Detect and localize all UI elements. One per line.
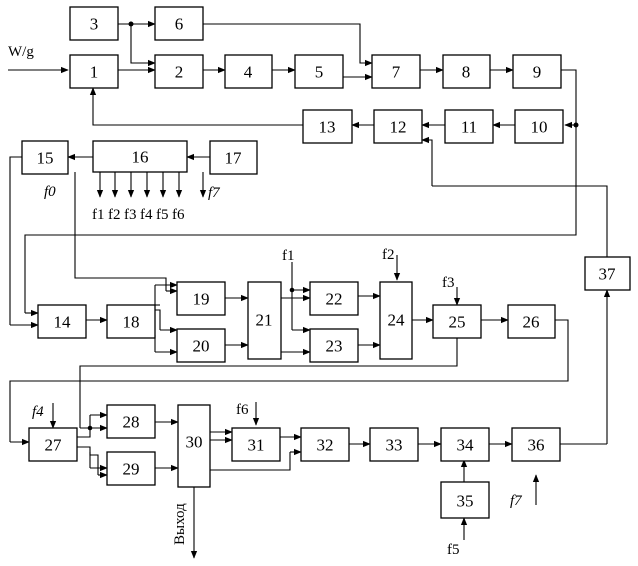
svg-text:27: 27: [45, 436, 63, 455]
f0-label: f0: [44, 184, 56, 200]
svg-text:14: 14: [54, 313, 72, 332]
block-10: 10: [515, 110, 563, 143]
block-13: 13: [303, 110, 352, 143]
block-17: 17: [210, 141, 257, 174]
svg-text:35: 35: [457, 492, 474, 511]
block-16-output-labels: f1 f2 f3 f4 f5 f6: [92, 207, 185, 223]
f3-input-label: f3: [442, 275, 455, 291]
block-3: 3: [70, 7, 118, 40]
block-22: 22: [310, 282, 358, 315]
svg-text:21: 21: [256, 311, 273, 330]
block-30: 30: [178, 405, 210, 487]
svg-text:29: 29: [123, 460, 140, 479]
out-label-f4: f4: [140, 207, 153, 223]
svg-text:15: 15: [37, 149, 54, 168]
f2-input-label: f2: [382, 247, 395, 263]
svg-text:16: 16: [132, 148, 149, 167]
block-4: 4: [225, 55, 272, 88]
block-9: 9: [513, 55, 561, 88]
block-18: 18: [107, 305, 155, 338]
svg-text:37: 37: [599, 265, 617, 284]
svg-text:36: 36: [528, 436, 545, 455]
svg-text:18: 18: [123, 313, 140, 332]
svg-text:1: 1: [90, 63, 99, 82]
svg-text:31: 31: [248, 436, 265, 455]
block-15: 15: [22, 141, 68, 174]
svg-text:6: 6: [175, 15, 184, 34]
block-24: 24: [380, 282, 412, 359]
svg-text:20: 20: [193, 337, 210, 356]
block-33: 33: [370, 428, 418, 461]
out-label-f6: f6: [172, 207, 185, 223]
f5-input-label: f5: [447, 542, 460, 558]
svg-text:10: 10: [531, 118, 548, 137]
output-label: Выход: [172, 503, 188, 545]
svg-text:17: 17: [225, 149, 243, 168]
block-11: 11: [445, 110, 493, 143]
block-23: 23: [310, 329, 358, 362]
out-label-f5: f5: [156, 207, 169, 223]
block-36: 36: [512, 428, 560, 461]
svg-text:8: 8: [462, 63, 471, 82]
svg-text:7: 7: [392, 63, 401, 82]
block-7: 7: [372, 55, 420, 88]
block-19: 19: [177, 282, 225, 315]
wires: [8, 24, 607, 558]
svg-text:9: 9: [533, 63, 542, 82]
f6-input-label: f6: [236, 402, 249, 418]
block-20: 20: [177, 329, 225, 362]
svg-text:4: 4: [244, 63, 253, 82]
block-31: 31: [232, 428, 280, 461]
block-1: 1: [70, 55, 118, 88]
svg-text:13: 13: [319, 118, 336, 137]
f7-output-label: f7: [208, 185, 221, 201]
svg-text:30: 30: [186, 433, 203, 452]
svg-text:22: 22: [326, 290, 343, 309]
svg-text:3: 3: [90, 15, 99, 34]
block-32: 32: [301, 428, 349, 461]
svg-text:19: 19: [193, 290, 210, 309]
block-21: 21: [248, 282, 281, 359]
block-12: 12: [374, 110, 422, 143]
block-2: 2: [155, 55, 203, 88]
svg-text:2: 2: [175, 63, 184, 82]
block-8: 8: [443, 55, 490, 88]
svg-text:25: 25: [449, 313, 466, 332]
svg-text:24: 24: [388, 311, 406, 330]
svg-text:26: 26: [523, 313, 540, 332]
block-34: 34: [441, 428, 489, 461]
svg-text:23: 23: [326, 337, 343, 356]
out-label-f2: f2: [108, 207, 121, 223]
block-16: 16: [93, 141, 187, 172]
f1-input-label: f1: [282, 248, 295, 264]
out-label-f1: f1: [92, 207, 105, 223]
svg-text:28: 28: [123, 413, 140, 432]
block-28: 28: [107, 405, 155, 438]
input-label: W/g: [8, 44, 34, 60]
block-6: 6: [155, 7, 203, 40]
svg-text:34: 34: [457, 436, 475, 455]
f4-input-label: f4: [32, 404, 44, 420]
block-29: 29: [107, 452, 155, 485]
f7-input-label: f7: [510, 493, 523, 509]
out-label-f3: f3: [124, 207, 137, 223]
svg-text:12: 12: [390, 118, 407, 137]
block-26: 26: [508, 305, 555, 338]
svg-text:11: 11: [461, 118, 477, 137]
block-14: 14: [38, 305, 86, 338]
svg-text:5: 5: [315, 63, 324, 82]
block-35: 35: [441, 482, 489, 518]
block-37: 37: [585, 257, 630, 290]
svg-text:32: 32: [317, 436, 334, 455]
svg-text:33: 33: [386, 436, 403, 455]
block-5: 5: [295, 55, 343, 88]
block-25: 25: [433, 305, 481, 338]
block-27: 27: [29, 428, 77, 461]
